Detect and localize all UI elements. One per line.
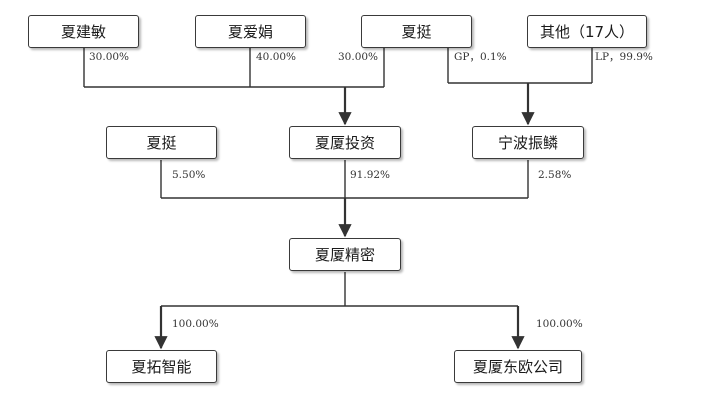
- node-xiaxia-jingmi: 夏厦精密: [289, 238, 401, 271]
- node-xiaxia-dongou: 夏厦东欧公司: [454, 350, 582, 383]
- node-xia-aijuan: 夏爱娟: [195, 15, 306, 48]
- label-dongou-pct: 100.00%: [536, 318, 583, 330]
- node-others: 其他（17人）: [527, 15, 647, 48]
- node-xia-ting-mid: 夏挺: [106, 126, 217, 159]
- label-xia-ting-mid-pct: 5.50%: [172, 169, 206, 181]
- label-xiatuo-pct: 100.00%: [172, 318, 219, 330]
- label-xia-ting-top-pct: 30.00%: [338, 51, 379, 63]
- node-xia-jianmin: 夏建敏: [28, 15, 139, 48]
- label-others-lp: LP，99.9%: [595, 51, 653, 63]
- node-xiaxia-touzi: 夏厦投资: [289, 126, 401, 159]
- label-xia-jianmin-pct: 30.00%: [89, 51, 130, 63]
- node-xiatuo-zhineng: 夏拓智能: [106, 350, 217, 383]
- node-ningbo-zhenlin: 宁波振鳞: [472, 126, 584, 159]
- label-xiaxia-touzi-pct: 91.92%: [350, 169, 391, 181]
- node-xia-ting-top: 夏挺: [361, 15, 472, 48]
- label-ningbo-zhenlin-pct: 2.58%: [538, 169, 572, 181]
- label-xia-ting-gp: GP，0.1%: [454, 51, 507, 63]
- label-xia-aijuan-pct: 40.00%: [256, 51, 297, 63]
